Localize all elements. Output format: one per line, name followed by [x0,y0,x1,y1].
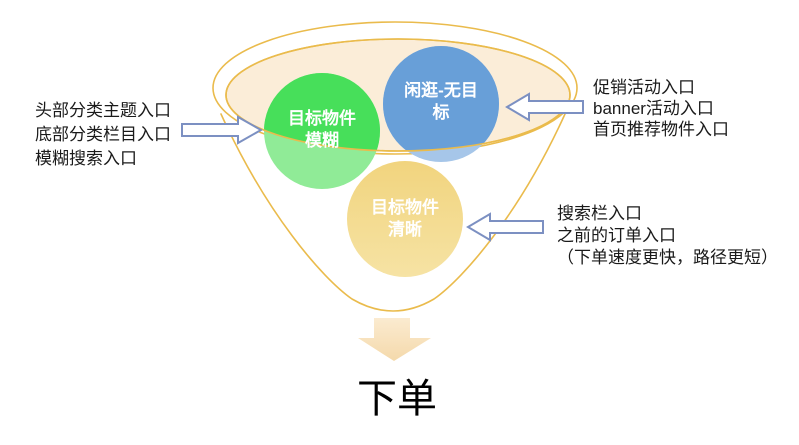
entry-line: 模糊搜索入口 [35,149,137,168]
circle-label-line: 目标物件 [371,198,439,217]
circle-label-line: 模糊 [305,131,339,150]
entry-list-left: 头部分类主题入口 底部分类栏目入口 模糊搜索入口 [35,99,171,171]
circle-fuzzy-target-top [264,73,380,151]
circle-label-fuzzy-target: 目标物件 模糊 [252,108,392,152]
circle-label-line: 目标物件 [288,109,356,128]
entry-list-top-right: 促销活动入口 banner活动入口 首页推荐物件入口 [593,77,729,140]
entry-list-mid-right: 搜索栏入口 之前的订单入口 （下单速度更快，路径更短） [557,203,778,269]
outcome-label: 下单 [357,377,437,421]
circle-label-clear-target: 目标物件 清晰 [335,197,475,241]
entry-line: 底部分类栏目入口 [35,125,171,144]
circle-label-line: 清晰 [388,220,422,239]
entry-line: （下单速度更快，路径更短） [557,248,778,267]
entry-line: 搜索栏入口 [557,204,642,223]
entry-line: 促销活动入口 [593,78,695,97]
entry-line: 之前的订单入口 [557,226,676,245]
top-right-entries-arrow-icon [505,92,584,122]
circle-clear-target [347,161,463,277]
circle-label-no-target: 闲逛-无目 标 [371,80,511,124]
entry-line: banner活动入口 [593,99,714,118]
circle-no-target-top [383,46,499,151]
circle-label-line: 标 [432,103,450,122]
funnel-bowl-rim-line [225,38,571,152]
left-entries-arrow-icon [181,115,264,145]
down-arrow-icon [358,318,431,361]
entry-line: 首页推荐物件入口 [593,120,729,139]
circle-label-line: 闲逛-无目 [404,81,478,100]
entry-line: 头部分类主题入口 [35,101,171,120]
mid-right-entries-arrow-icon [466,212,544,242]
